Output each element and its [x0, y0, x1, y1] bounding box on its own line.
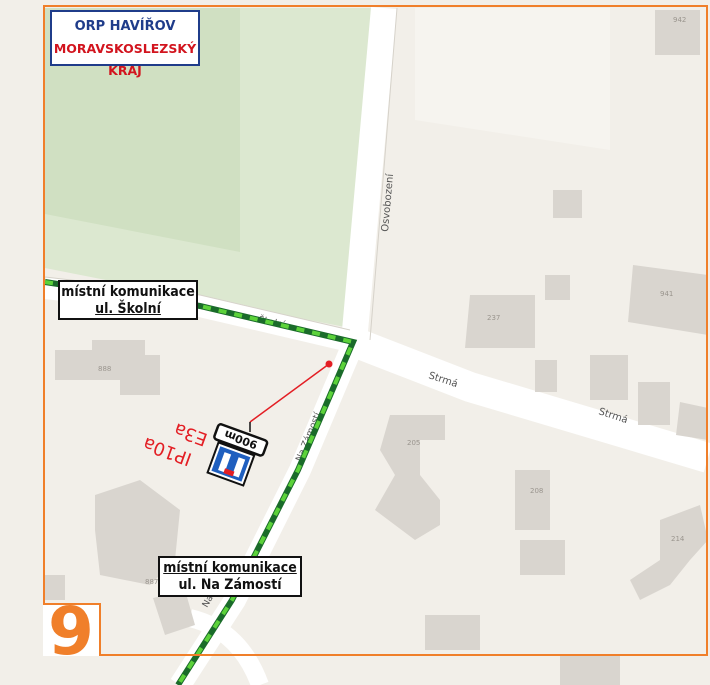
road-label-skolni-line2: ul. Školní	[95, 301, 161, 317]
road-label-skolni: místní komunikace ul. Školní	[58, 280, 198, 320]
building-small-4	[590, 355, 628, 400]
road-strma	[348, 328, 710, 473]
building-208	[515, 470, 550, 530]
building-small-11	[560, 655, 620, 685]
building-237	[465, 295, 535, 348]
road-label-na-zamosti-line2: ul. Na Zámostí	[178, 577, 282, 593]
sports-field	[45, 8, 240, 252]
house-number-942: 942	[673, 16, 686, 24]
building-small-2	[553, 190, 582, 218]
house-number-208: 208	[530, 487, 543, 495]
map-number: 9	[43, 599, 101, 665]
building-941	[628, 265, 708, 335]
building-205	[375, 415, 445, 540]
pointer-line	[249, 363, 330, 423]
building-small-9	[45, 575, 65, 600]
sign-blue-field	[211, 446, 251, 482]
distance-plate	[213, 423, 269, 457]
parcel-light	[415, 8, 610, 150]
building-214	[630, 505, 708, 600]
road-label-skolni-line1: místní komunikace	[61, 284, 195, 300]
house-number-205: 205	[407, 439, 420, 447]
house-number-887: 887	[145, 578, 158, 586]
building-small-3	[535, 360, 557, 392]
road-label-na-zamosti-line1: místní komunikace	[163, 560, 297, 576]
house-number-214: 214	[671, 535, 685, 543]
road-side	[187, 609, 269, 685]
sign-bar-right	[218, 452, 232, 473]
road-osvobozeni	[341, 6, 397, 344]
header-region: ORP HAVÍŘOV	[74, 19, 176, 34]
building-942	[655, 10, 700, 55]
house-number-941: 941	[660, 290, 673, 298]
header-box: ORP HAVÍŘOV MORAVSKOSLEZSKÝ KRAJ	[50, 10, 200, 78]
sign-bar-left	[232, 457, 246, 478]
house-numbers: 942 941 237 888 205 208 214 887	[98, 16, 686, 586]
street-name-osvobozeni: Osvobození	[379, 172, 396, 232]
building-small-7	[520, 540, 565, 575]
road-label-na-zamosti: místní komunikace ul. Na Zámostí	[158, 556, 302, 597]
building-small-5	[638, 382, 670, 425]
building-small-10	[425, 615, 480, 650]
house-number-237: 237	[487, 314, 500, 322]
building-888	[55, 340, 160, 395]
buildings	[45, 10, 708, 685]
header-kraj: MORAVSKOSLEZSKÝ KRAJ	[53, 41, 197, 78]
building-small-6	[676, 402, 708, 440]
sign-red-mark	[223, 468, 235, 477]
pointer-dot	[325, 360, 333, 368]
traffic-sign-ip10a[interactable]: 900m IP10a E3a	[140, 402, 269, 492]
building-small-1	[545, 275, 570, 300]
house-number-888: 888	[98, 365, 111, 373]
building-small-8	[153, 590, 195, 635]
